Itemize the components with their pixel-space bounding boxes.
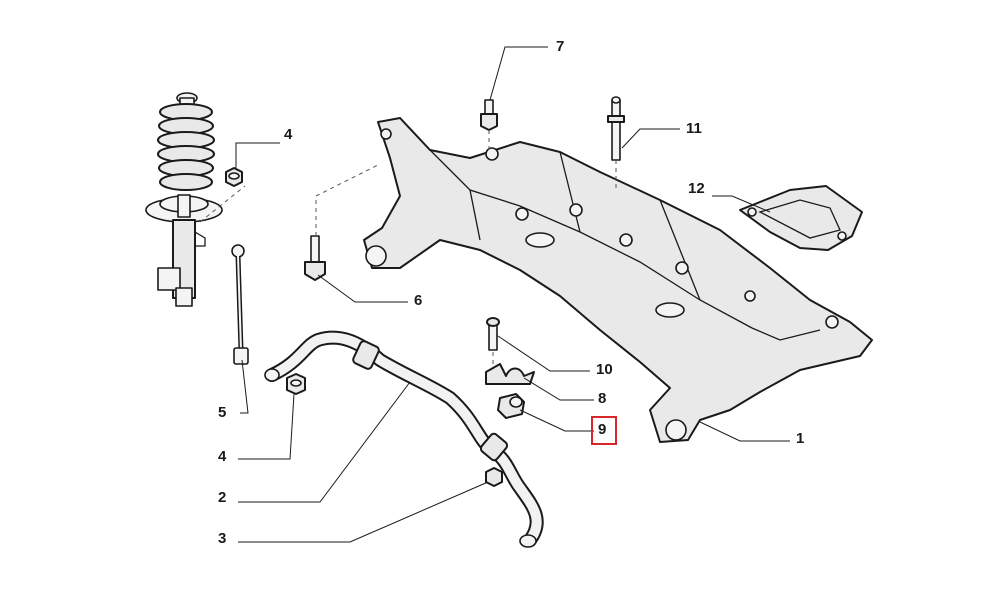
nut-part-4-upper — [225, 167, 243, 187]
callout-label-8: 8 — [598, 390, 607, 407]
bracket-part-12 — [739, 185, 863, 251]
callout-label-11: 11 — [686, 120, 702, 137]
callout-label-3: 3 — [218, 530, 227, 547]
nut-part-3 — [485, 467, 503, 487]
callout-label-6: 6 — [414, 292, 423, 309]
bolt-part-10 — [486, 317, 500, 351]
subframe-part-1 — [363, 117, 873, 443]
bolt-part-7 — [480, 99, 498, 131]
callout-highlight-9 — [591, 416, 617, 445]
strut-assembly — [145, 92, 223, 307]
callout-label-12: 12 — [688, 180, 705, 197]
callout-label-4-lower: 4 — [218, 448, 227, 465]
clamp-part-8 — [485, 363, 535, 385]
stud-part-11 — [607, 96, 625, 161]
stabilizer-link-part-5 — [231, 244, 249, 365]
nut-part-4-lower — [286, 373, 306, 395]
callout-label-2: 2 — [218, 489, 227, 506]
callout-label-7: 7 — [556, 38, 565, 55]
callout-label-1: 1 — [796, 430, 805, 447]
dashed-alignment-lines — [199, 130, 617, 366]
callout-label-4-upper: 4 — [284, 126, 293, 143]
callout-label-5: 5 — [218, 404, 227, 421]
bolt-part-6 — [304, 235, 326, 281]
callout-label-9: 9 — [598, 421, 607, 438]
stabilizer-bar-part-2 — [264, 330, 544, 548]
callout-label-10: 10 — [596, 361, 613, 378]
leader-lines — [235, 46, 790, 543]
bushing-part-9 — [497, 393, 525, 419]
